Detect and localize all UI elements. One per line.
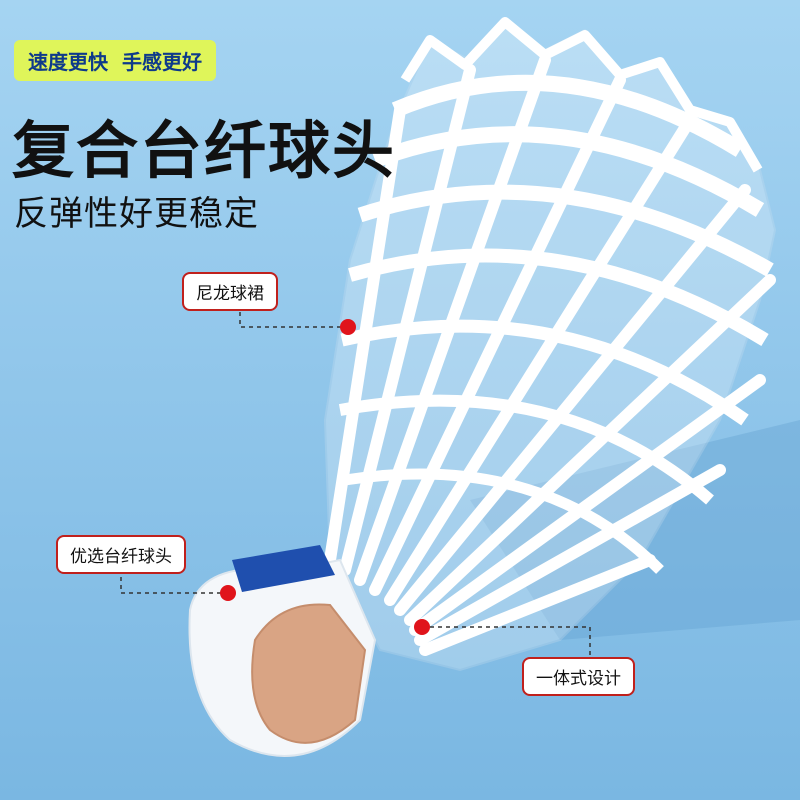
subheadline: 反弹性好更稳定: [14, 194, 259, 234]
marker-head: [220, 585, 236, 601]
callout-nylon-skirt: 尼龙球裙: [182, 272, 278, 311]
nylon-skirt: [323, 17, 777, 672]
callout-composite-head: 优选台纤球头: [56, 535, 186, 574]
feature-badge: 速度更快手感更好: [14, 40, 216, 81]
marker-integrated: [414, 619, 430, 635]
badge-feel-text: 手感更好: [122, 50, 202, 74]
headline: 复合台纤球头: [12, 114, 397, 187]
badge-speed-text: 速度更快: [28, 50, 108, 74]
marker-skirt: [340, 319, 356, 335]
blue-band: [232, 545, 335, 592]
shuttlecock-head: [188, 545, 377, 757]
callout-integrated-design: 一体式设计: [522, 657, 635, 696]
